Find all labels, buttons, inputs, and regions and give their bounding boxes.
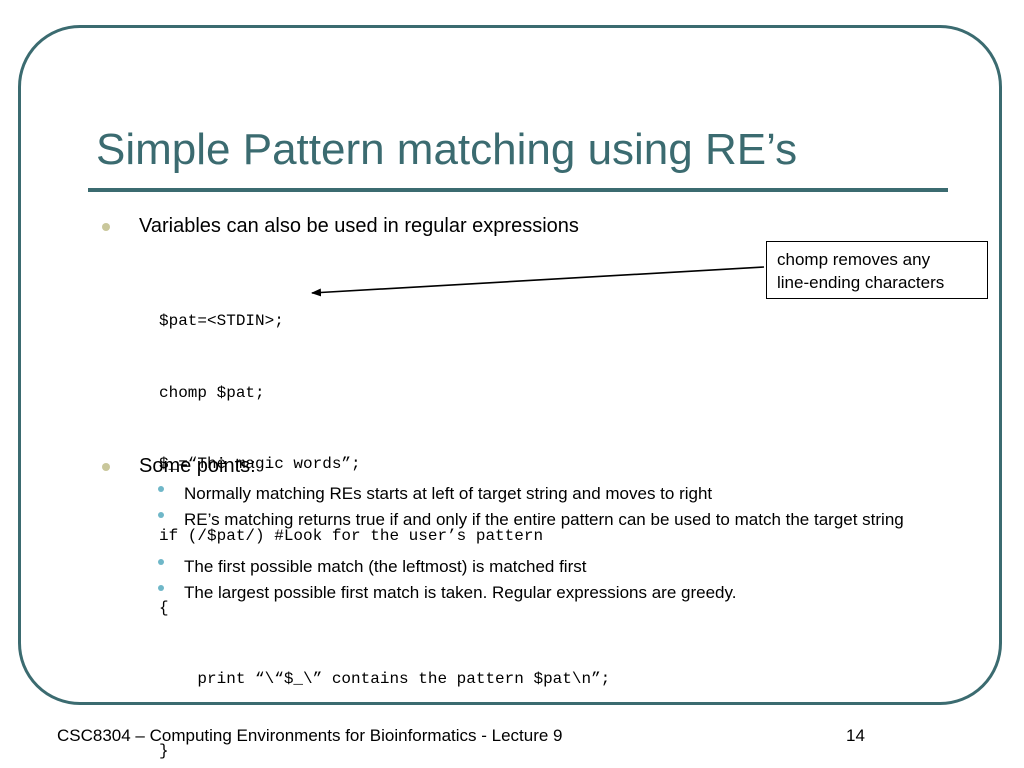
- code-block: $pat=<STDIN>; chomp $pat; $_=“The magic …: [159, 262, 610, 768]
- slide-title: Simple Pattern matching using RE’s: [96, 125, 798, 174]
- code-line: chomp $pat;: [159, 383, 265, 402]
- sub-bullet-item: The first possible match (the leftmost) …: [184, 557, 587, 576]
- code-line: print “\“$_\” contains the pattern $pat\…: [159, 670, 611, 689]
- bullet-some-points: Some points:: [139, 455, 256, 477]
- code-line: $pat=<STDIN>;: [159, 311, 284, 330]
- sub-bullet-icon: [158, 559, 164, 565]
- sub-bullet-icon: [158, 512, 164, 518]
- bullet-icon: [102, 223, 110, 231]
- code-line: {: [159, 598, 169, 617]
- callout-line: line-ending characters: [777, 273, 945, 292]
- code-line: if (/$pat/) #Look for the user’s pattern: [159, 526, 544, 545]
- code-line: }: [159, 742, 169, 761]
- sub-bullet-icon: [158, 486, 164, 492]
- callout-box: chomp removes any line-ending characters: [766, 241, 988, 299]
- sub-bullet-item: Normally matching REs starts at left of …: [184, 484, 713, 503]
- code-line: $_=“The magic words”;: [159, 455, 361, 474]
- footer-course: CSC8304 – Computing Environments for Bio…: [57, 726, 563, 745]
- bullet-variables: Variables can also be used in regular ex…: [139, 215, 579, 237]
- title-underline: [88, 188, 948, 192]
- page-number: 14: [846, 726, 865, 745]
- sub-bullet-item: RE’s matching returns true if and only i…: [184, 510, 904, 529]
- sub-bullet-icon: [158, 585, 164, 591]
- callout-line: chomp removes any: [777, 250, 931, 269]
- sub-bullet-item: The largest possible first match is take…: [184, 583, 737, 602]
- slide-frame: [18, 25, 1002, 705]
- bullet-icon: [102, 463, 110, 471]
